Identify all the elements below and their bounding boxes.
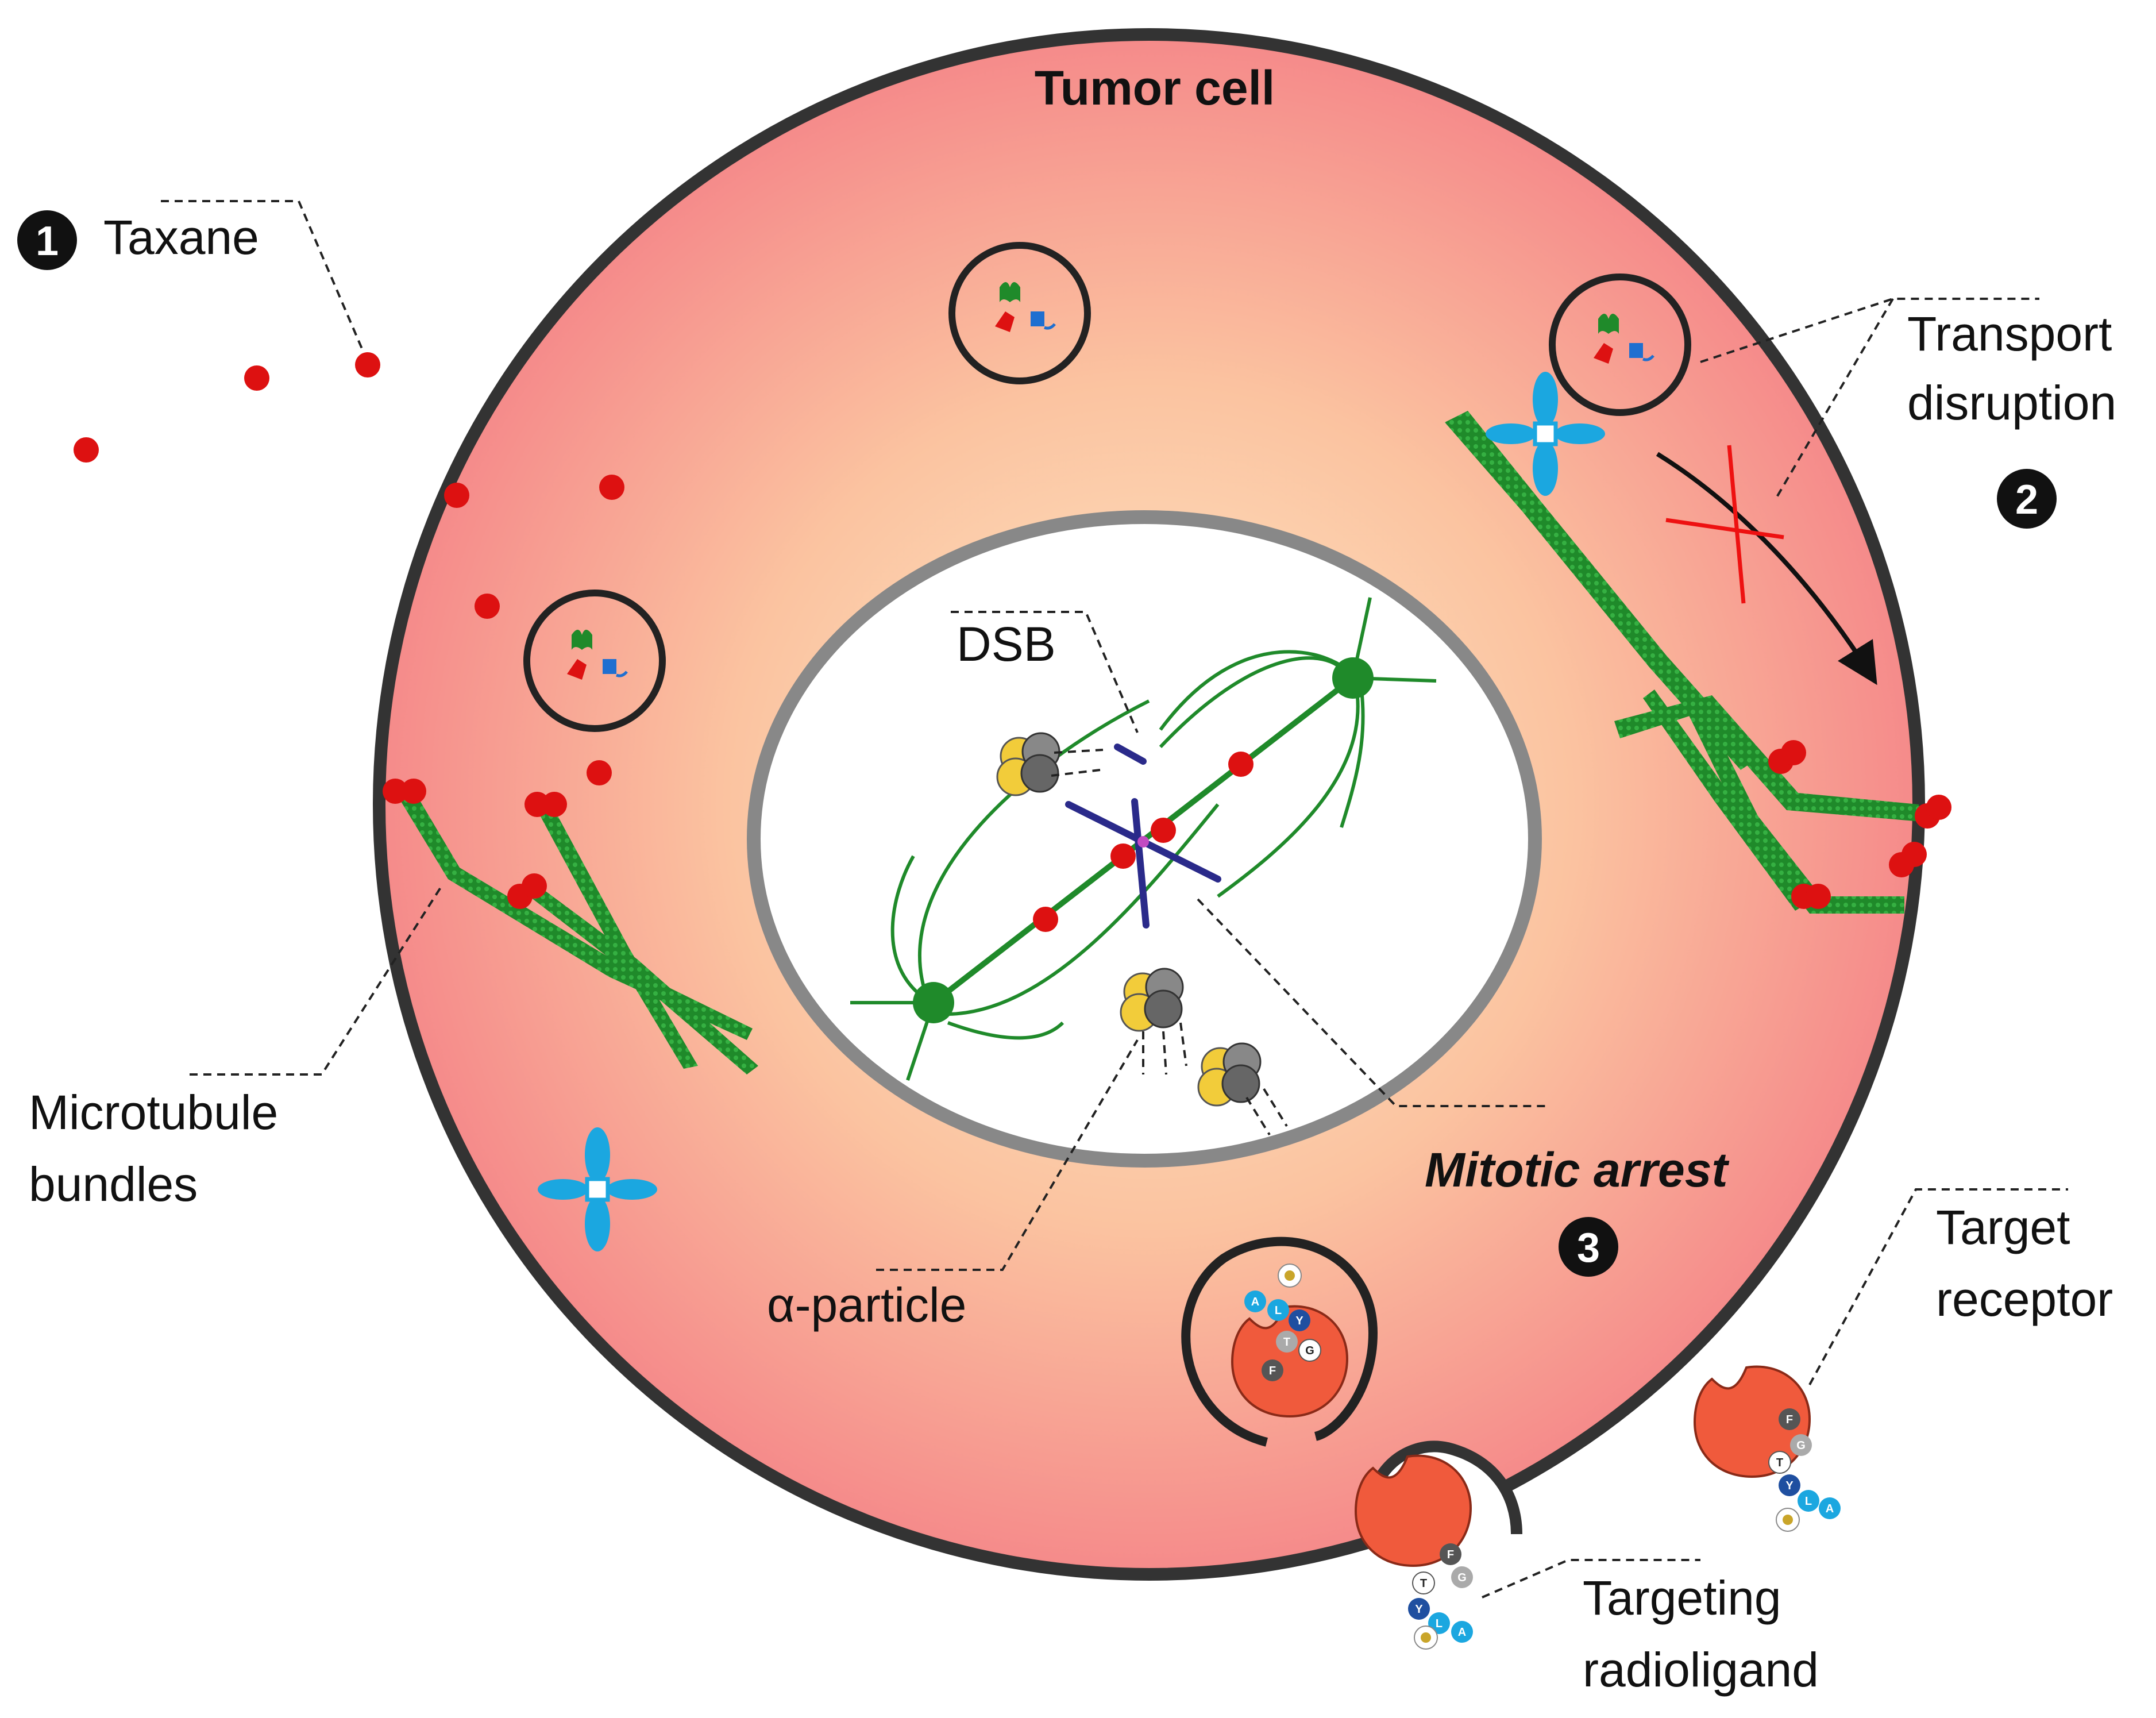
peptide-residue: G [1457,1571,1467,1584]
transport-label-line2: disruption [1907,376,2116,430]
peptide-residue: L [1275,1304,1282,1317]
dsb-label: DSB [956,617,1056,671]
radioligand-label-line1: Targeting [1583,1571,1781,1625]
transport-block-mark [1665,445,1784,604]
internalized-receptor-vesicle: A L Y T G F [1181,1237,1378,1447]
mitotic-arrest-label: Mitotic arrest [1425,1143,1729,1197]
microtubule-label-line2: bundles [29,1157,198,1211]
radioligand-leader-line [1482,1559,1700,1598]
peptide-residue: Y [1415,1603,1423,1616]
microtubule-leader-line [190,884,443,1076]
peptide-residue: Y [1785,1480,1794,1492]
peptide-residue: A [1251,1296,1259,1308]
microtubule-label-line1: Microtubule [29,1085,278,1139]
alpha-particle-icon [1197,1042,1262,1107]
peptide-residue: F [1269,1365,1276,1377]
vesicle-top [948,242,1091,384]
radioligand-receptor: F G T Y L A [1355,1454,1473,1650]
peptide-residue: T [1283,1336,1290,1349]
step-1-number: 1 [36,218,59,264]
step-3-number: 3 [1577,1225,1600,1271]
dna-break [1065,744,1221,929]
bound-peptide: A L Y T G F [1244,1264,1321,1381]
transport-label-line1: Transport [1907,307,2112,361]
step-2-number: 2 [2015,477,2038,523]
vesicle-right [1549,274,1691,416]
step-2-badge: 2 [1997,469,2057,529]
alpha-particle-icon [996,732,1060,796]
peptide-residue: L [1436,1617,1443,1630]
membrane-receptor: F G T Y L A [1694,1365,1841,1532]
peptide-residue: A [1826,1503,1834,1515]
alpha-particle-leader-line [876,1039,1139,1271]
peptide-residue: G [1796,1439,1806,1452]
target-receptor-label-line1: Target [1936,1200,2070,1254]
taxane-label: Taxane [103,210,259,264]
bound-peptide: F G T Y L A [1768,1408,1841,1532]
microtubule-bundles-right [1445,411,1951,914]
vesicle-left [523,590,666,732]
target-receptor-label-line2: receptor [1936,1272,2113,1326]
tumor-cell-label: Tumor cell [1035,61,1275,115]
bound-peptide: F G T Y L A [1408,1543,1473,1650]
step-3-badge: 3 [1559,1217,1618,1277]
peptide-residue: A [1458,1626,1466,1639]
peptide-residue: G [1305,1345,1314,1357]
peptide-residue: T [1420,1577,1427,1590]
taxane-leader-line [161,200,369,363]
peptide-residue: Y [1295,1315,1303,1327]
mitotic-spindle [850,597,1437,1081]
step-1-badge: 1 [17,210,77,270]
transport-leader-line [1700,298,2039,501]
alpha-particle-label: α-particle [767,1278,966,1332]
peptide-residue: T [1776,1457,1783,1469]
radioligand-label-line2: radioligand [1583,1643,1819,1697]
peptide-residue: F [1786,1413,1793,1426]
alpha-trail [1142,1022,1187,1075]
peptide-residue: L [1805,1495,1812,1508]
microtubule-bundles-left [383,779,758,1074]
alpha-trail [1245,1088,1288,1136]
alpha-particle-icon [1120,968,1184,1032]
taxane-molecules [74,352,624,785]
dsb-leader-line [951,611,1139,733]
transport-direction-arrow [1656,452,1877,685]
peptide-residue: F [1447,1548,1454,1561]
target-receptor-leader-line [1808,1188,2068,1385]
